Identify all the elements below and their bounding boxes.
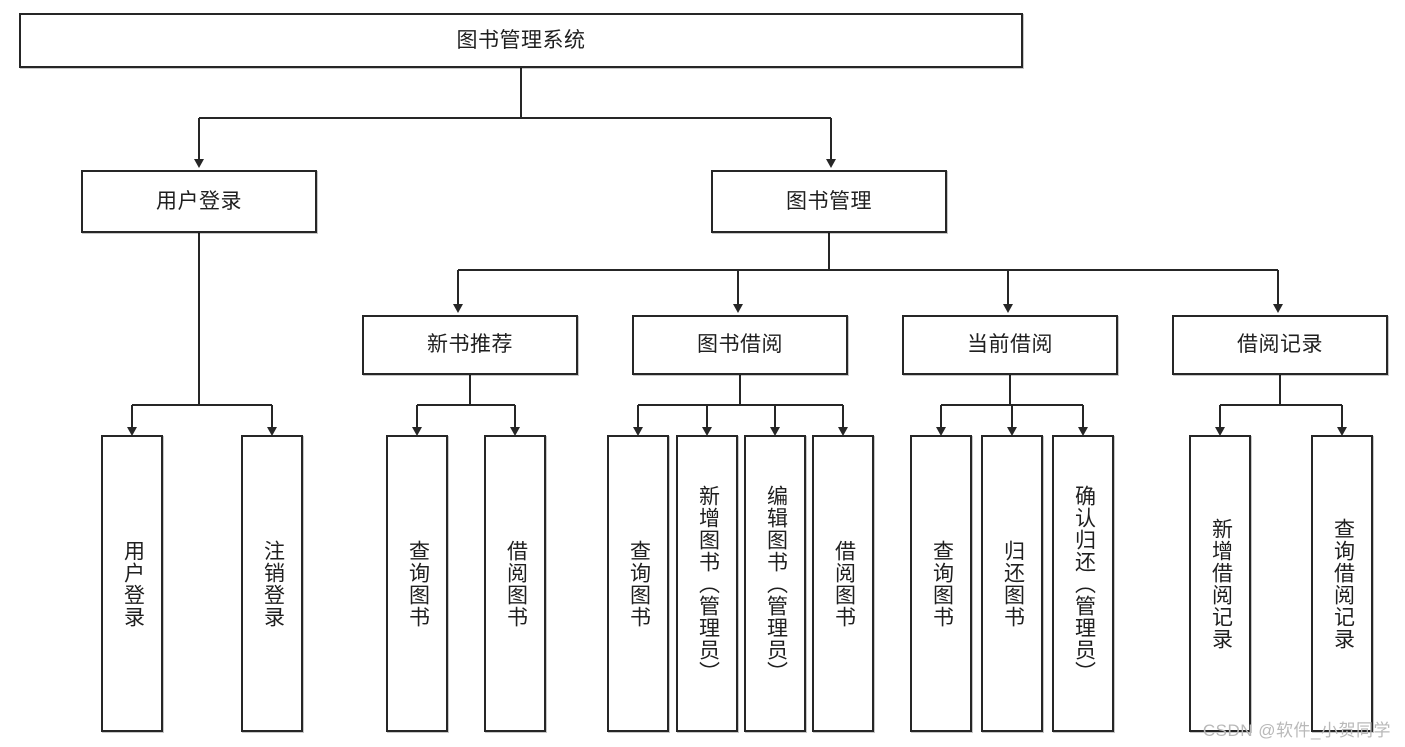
leaf-user-login[interactable]: 用户登录 bbox=[101, 435, 163, 732]
node-label: 归还图书 bbox=[1001, 539, 1025, 628]
node-label: 查询图书 bbox=[930, 539, 954, 628]
node-label: 借阅图书 bbox=[832, 539, 856, 628]
leaf-query-books-current[interactable]: 查询图书 bbox=[910, 435, 972, 732]
edge-root-to-level2 bbox=[194, 68, 836, 168]
node-book-management[interactable]: 图书管理 bbox=[711, 170, 947, 233]
leaf-borrow-books-new[interactable]: 借阅图书 bbox=[484, 435, 546, 732]
node-borrow-records[interactable]: 借阅记录 bbox=[1172, 315, 1388, 375]
node-root-system[interactable]: 图书管理系统 bbox=[19, 13, 1023, 68]
leaf-confirm-return-admin[interactable]: 确认归还（管理员） bbox=[1052, 435, 1114, 732]
node-label: 确认归还（管理员） bbox=[1072, 484, 1096, 683]
node-label: 图书借阅 bbox=[697, 333, 783, 357]
edge-records-to-leaves bbox=[1215, 375, 1347, 436]
node-label: 查询图书 bbox=[406, 539, 430, 628]
leaf-query-books-new[interactable]: 查询图书 bbox=[386, 435, 448, 732]
node-label: 用户登录 bbox=[156, 189, 242, 213]
leaf-add-book-admin[interactable]: 新增图书（管理员） bbox=[676, 435, 738, 732]
node-label: 查询借阅记录 bbox=[1331, 517, 1355, 650]
edge-books-to-level3 bbox=[453, 233, 1283, 313]
node-new-book-recommend[interactable]: 新书推荐 bbox=[362, 315, 578, 375]
leaf-return-book[interactable]: 归还图书 bbox=[981, 435, 1043, 732]
node-user-login[interactable]: 用户登录 bbox=[81, 170, 317, 233]
node-label: 新增借阅记录 bbox=[1209, 517, 1233, 650]
leaf-add-borrow-record[interactable]: 新增借阅记录 bbox=[1189, 435, 1251, 732]
leaf-edit-book-admin[interactable]: 编辑图书（管理员） bbox=[744, 435, 806, 732]
node-label: 图书管理 bbox=[786, 189, 872, 213]
node-label: 借阅图书 bbox=[504, 539, 528, 628]
node-current-borrow[interactable]: 当前借阅 bbox=[902, 315, 1118, 375]
node-label: 查询图书 bbox=[627, 539, 651, 628]
node-label: 新增图书（管理员） bbox=[696, 484, 720, 683]
node-label: 图书管理系统 bbox=[456, 28, 586, 52]
leaf-borrow-book[interactable]: 借阅图书 bbox=[812, 435, 874, 732]
node-label: 借阅记录 bbox=[1237, 333, 1323, 357]
node-label: 用户登录 bbox=[121, 539, 145, 628]
leaf-query-books-borrow[interactable]: 查询图书 bbox=[607, 435, 669, 732]
edge-borrow-to-leaves bbox=[633, 375, 848, 436]
csdn-watermark: CSDN @软件_小贺同学 bbox=[1202, 721, 1391, 740]
leaf-query-borrow-record[interactable]: 查询借阅记录 bbox=[1311, 435, 1373, 732]
node-label: 编辑图书（管理员） bbox=[764, 484, 788, 683]
node-label: 注销登录 bbox=[261, 539, 285, 628]
leaf-logout[interactable]: 注销登录 bbox=[241, 435, 303, 732]
node-label: 当前借阅 bbox=[967, 333, 1053, 357]
node-label: 新书推荐 bbox=[427, 333, 513, 357]
edge-current-to-leaves bbox=[936, 375, 1088, 436]
edge-newbooks-to-leaves bbox=[412, 375, 520, 436]
node-book-borrow[interactable]: 图书借阅 bbox=[632, 315, 848, 375]
edge-login-to-leaves bbox=[127, 233, 277, 436]
